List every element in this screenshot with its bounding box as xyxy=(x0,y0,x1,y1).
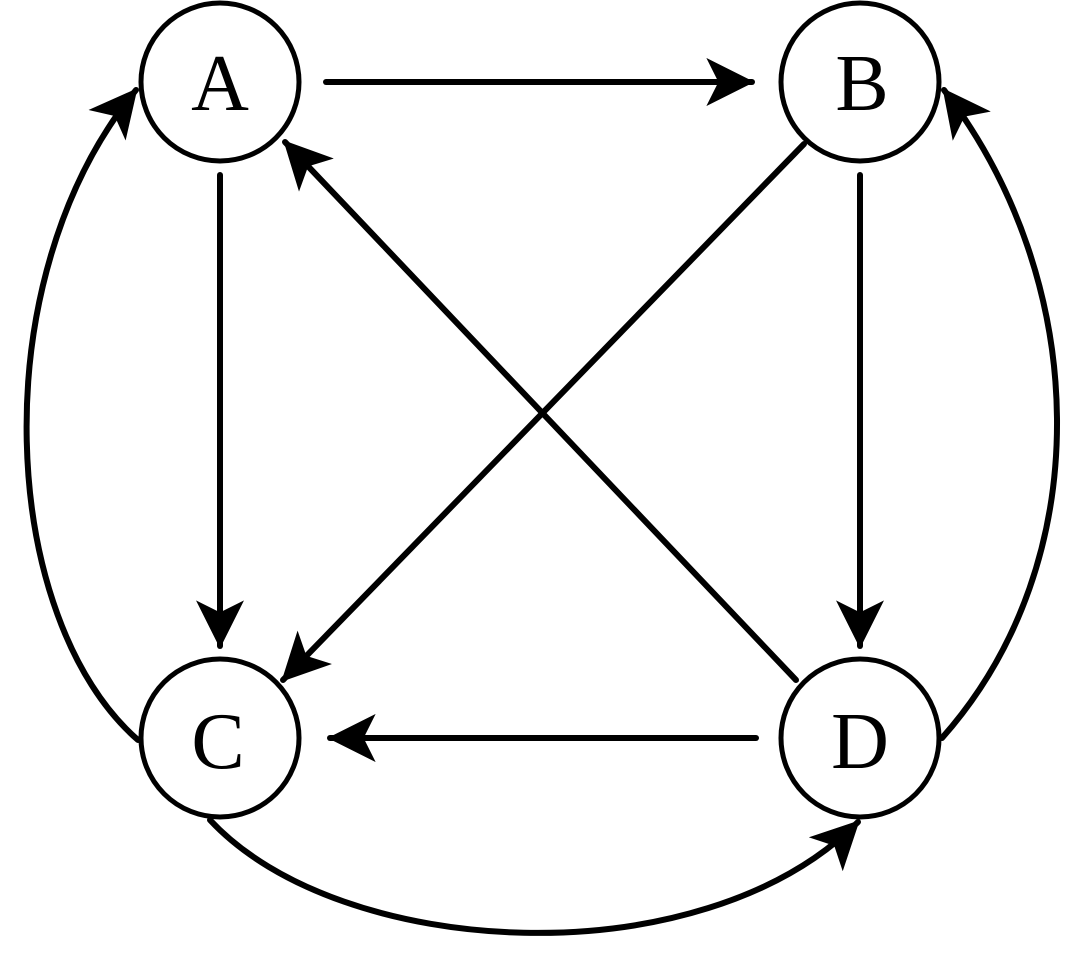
edges xyxy=(23,58,1060,936)
node-b-label: B xyxy=(835,40,888,128)
node-d-circle xyxy=(778,656,942,820)
node-d-label: D xyxy=(831,698,889,786)
node-c: C xyxy=(138,656,302,820)
node-a: A xyxy=(138,0,302,164)
node-a-circle xyxy=(138,0,302,164)
node-c-circle xyxy=(138,656,302,820)
edge-c-to-d xyxy=(207,817,861,936)
node-a-label: A xyxy=(191,40,249,128)
edge-d-to-a xyxy=(282,139,799,683)
node-d: D xyxy=(778,656,942,820)
edge-c-to-a xyxy=(23,87,141,743)
edge-d-to-b xyxy=(939,87,1060,741)
node-b-circle xyxy=(778,0,942,164)
node-c-label: C xyxy=(191,698,244,786)
node-b: B xyxy=(778,0,942,164)
